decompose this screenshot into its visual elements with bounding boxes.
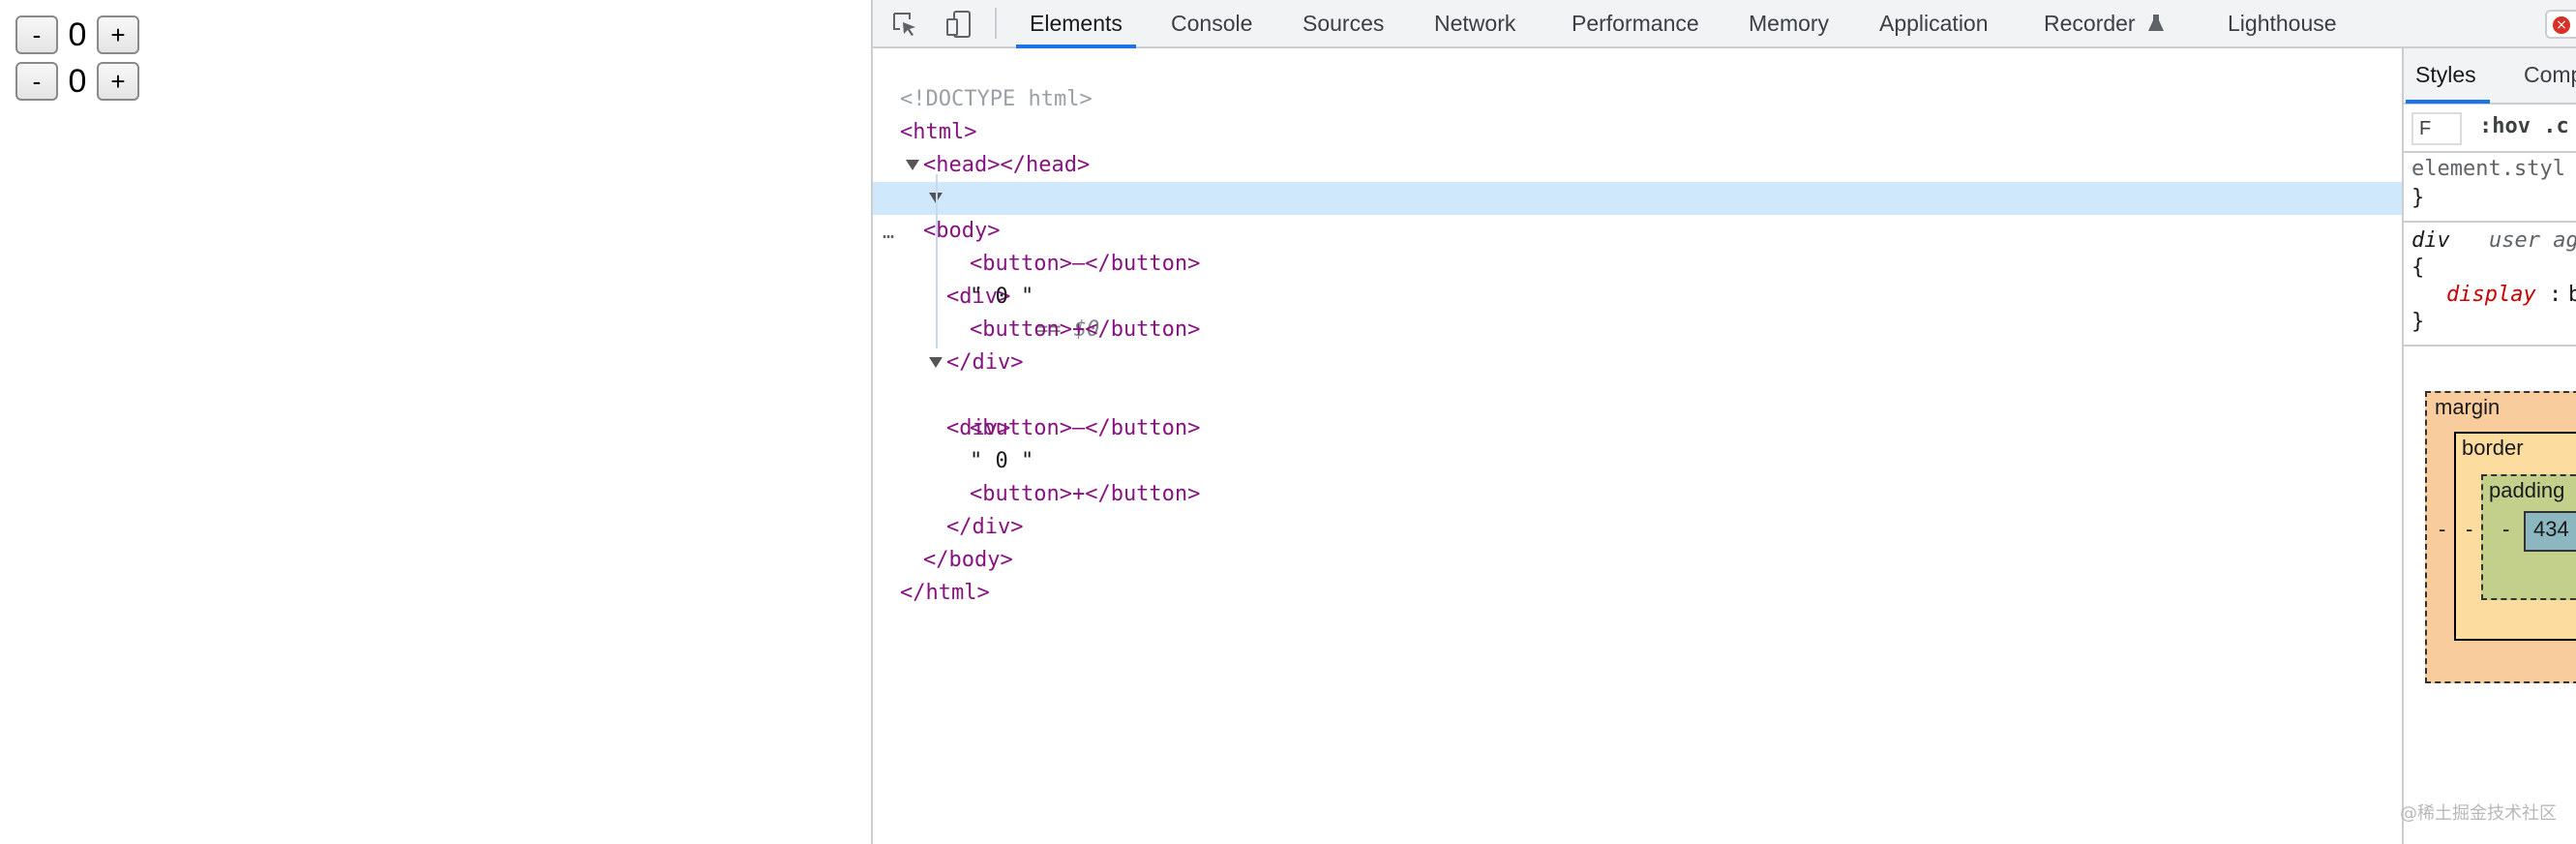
counter-row-1: - 0 +	[15, 15, 139, 54]
tab-memory[interactable]: Memory	[1749, 11, 1830, 36]
tree-line-div-close[interactable]: </div>	[873, 314, 2402, 375]
tab-computed[interactable]: Comp	[2524, 62, 2576, 87]
box-model-content-size[interactable]: 434	[2533, 517, 2569, 541]
expand-triangle-icon[interactable]	[929, 357, 943, 368]
box-model-border-value[interactable]: -	[2466, 517, 2473, 541]
css-property-colon: :	[2549, 283, 2562, 307]
tree-line-html[interactable]: <html>	[873, 83, 2402, 144]
body-close-tag: </body>	[923, 548, 1013, 572]
styles-filter-input[interactable]: F	[2411, 112, 2462, 145]
tab-lighthouse[interactable]: Lighthouse	[2228, 11, 2337, 36]
selected-node-marker: == $0	[1035, 317, 1100, 342]
tree-line-button[interactable]: <button>+</button>	[873, 281, 2402, 342]
box-model-margin-label: margin	[2435, 395, 2501, 419]
styles-tabbar: Styles Comp	[2404, 48, 2576, 105]
box-model-padding-value[interactable]: -	[2502, 517, 2510, 541]
tree-line-doctype[interactable]: <!DOCTYPE html>	[873, 50, 2402, 111]
increment-button[interactable]: +	[97, 62, 139, 101]
rule-origin-label: user ag	[2489, 228, 2576, 253]
tree-line-head[interactable]: <head></head>	[873, 116, 2402, 177]
div-open-tag: <div>	[946, 416, 1011, 440]
tab-console[interactable]: Console	[1171, 11, 1253, 36]
more-options-icon[interactable]: …	[883, 220, 896, 243]
html-close-tag: </html>	[900, 581, 990, 605]
counter-value: 0	[68, 62, 87, 100]
tree-line-body[interactable]: <body>	[873, 149, 2402, 243]
divider	[2404, 221, 2576, 223]
tree-line-text[interactable]: " 0 "	[873, 412, 2402, 473]
elements-tree: <!DOCTYPE html> <html> <head></head> <bo…	[873, 48, 2402, 844]
tab-application[interactable]: Application	[1879, 11, 1989, 36]
tree-line-button[interactable]: <button>–</button>	[873, 379, 2402, 440]
tab-styles[interactable]: Styles	[2406, 62, 2490, 104]
page-viewport: - 0 + - 0 +	[0, 0, 871, 844]
tree-line-button[interactable]: <button>+</button>	[873, 445, 2402, 506]
rule-brace: }	[2411, 310, 2425, 334]
divider	[2404, 345, 2576, 347]
button-node: <button>–</button>	[970, 252, 1201, 276]
styles-pane: Styles Comp F :hov .c element.styl } div…	[2402, 48, 2576, 844]
div-close-tag: </div>	[946, 350, 1024, 375]
div-open-tag: <div>	[946, 285, 1011, 309]
tab-performance[interactable]: Performance	[1572, 11, 1699, 36]
css-property-value[interactable]: b	[2568, 283, 2576, 307]
html-open-tag: <html>	[900, 120, 977, 144]
tree-line-div-selected[interactable]: … <div> == $0	[873, 182, 2402, 342]
tab-recorder[interactable]: Recorder	[2044, 0, 2165, 46]
hover-state-toggle[interactable]: :hov .c	[2479, 114, 2569, 138]
counter-row-2: - 0 +	[15, 62, 139, 101]
button-node: <button>–</button>	[970, 416, 1201, 440]
text-node: " 0 "	[970, 285, 1034, 309]
devtools-toolbar: Elements Console Sources Network Perform…	[873, 0, 2576, 48]
inspect-element-icon[interactable]	[890, 10, 919, 39]
expand-triangle-icon[interactable]	[906, 160, 919, 170]
element-style-selector[interactable]: element.styl	[2411, 157, 2565, 181]
rule-selector[interactable]: div	[2411, 228, 2450, 253]
box-model-margin-value[interactable]: -	[2439, 517, 2446, 541]
head-node: <head></head>	[923, 153, 1091, 177]
button-node: <button>+</button>	[970, 317, 1201, 342]
watermark: @稀土掘金技术社区	[2400, 803, 2557, 824]
tree-line-text[interactable]: " 0 "	[873, 248, 2402, 309]
text-node: " 0 "	[970, 449, 1034, 473]
div-close-tag: </div>	[946, 515, 1024, 539]
tree-line-div-close[interactable]: </div>	[873, 478, 2402, 539]
tab-elements[interactable]: Elements	[1016, 0, 1136, 48]
box-model-border-label: border	[2462, 436, 2524, 460]
tree-line-button[interactable]: <button>–</button>	[873, 215, 2402, 276]
toolbar-separator	[995, 8, 997, 39]
device-toolbar-icon[interactable]	[944, 10, 973, 39]
tab-sources[interactable]: Sources	[1303, 11, 1385, 36]
box-model-padding-label: padding	[2489, 478, 2565, 502]
decrement-button[interactable]: -	[15, 62, 58, 101]
decrement-button[interactable]: -	[15, 15, 58, 54]
tree-line-body-close[interactable]: </body>	[873, 511, 2402, 572]
tab-network[interactable]: Network	[1434, 11, 1516, 36]
devtools-panel: Elements Console Sources Network Perform…	[871, 0, 2576, 844]
tab-recorder-label: Recorder	[2044, 11, 2136, 36]
recorder-flask-icon	[2148, 15, 2164, 31]
rule-brace: {	[2411, 256, 2425, 280]
css-property-name[interactable]: display	[2446, 283, 2536, 307]
box-model-content[interactable]	[2524, 511, 2576, 552]
doctype-node: <!DOCTYPE html>	[900, 87, 1093, 111]
divider	[2404, 151, 2576, 153]
tree-guide-line	[936, 174, 938, 348]
counter-value: 0	[68, 15, 87, 53]
increment-button[interactable]: +	[97, 15, 139, 54]
error-badge-icon[interactable]: ×	[2545, 10, 2576, 39]
button-node: <button>+</button>	[970, 482, 1201, 506]
tree-line-div[interactable]: <div>	[873, 347, 2402, 440]
rule-brace: }	[2411, 186, 2425, 210]
tree-line-html-close[interactable]: </html>	[873, 544, 2402, 605]
